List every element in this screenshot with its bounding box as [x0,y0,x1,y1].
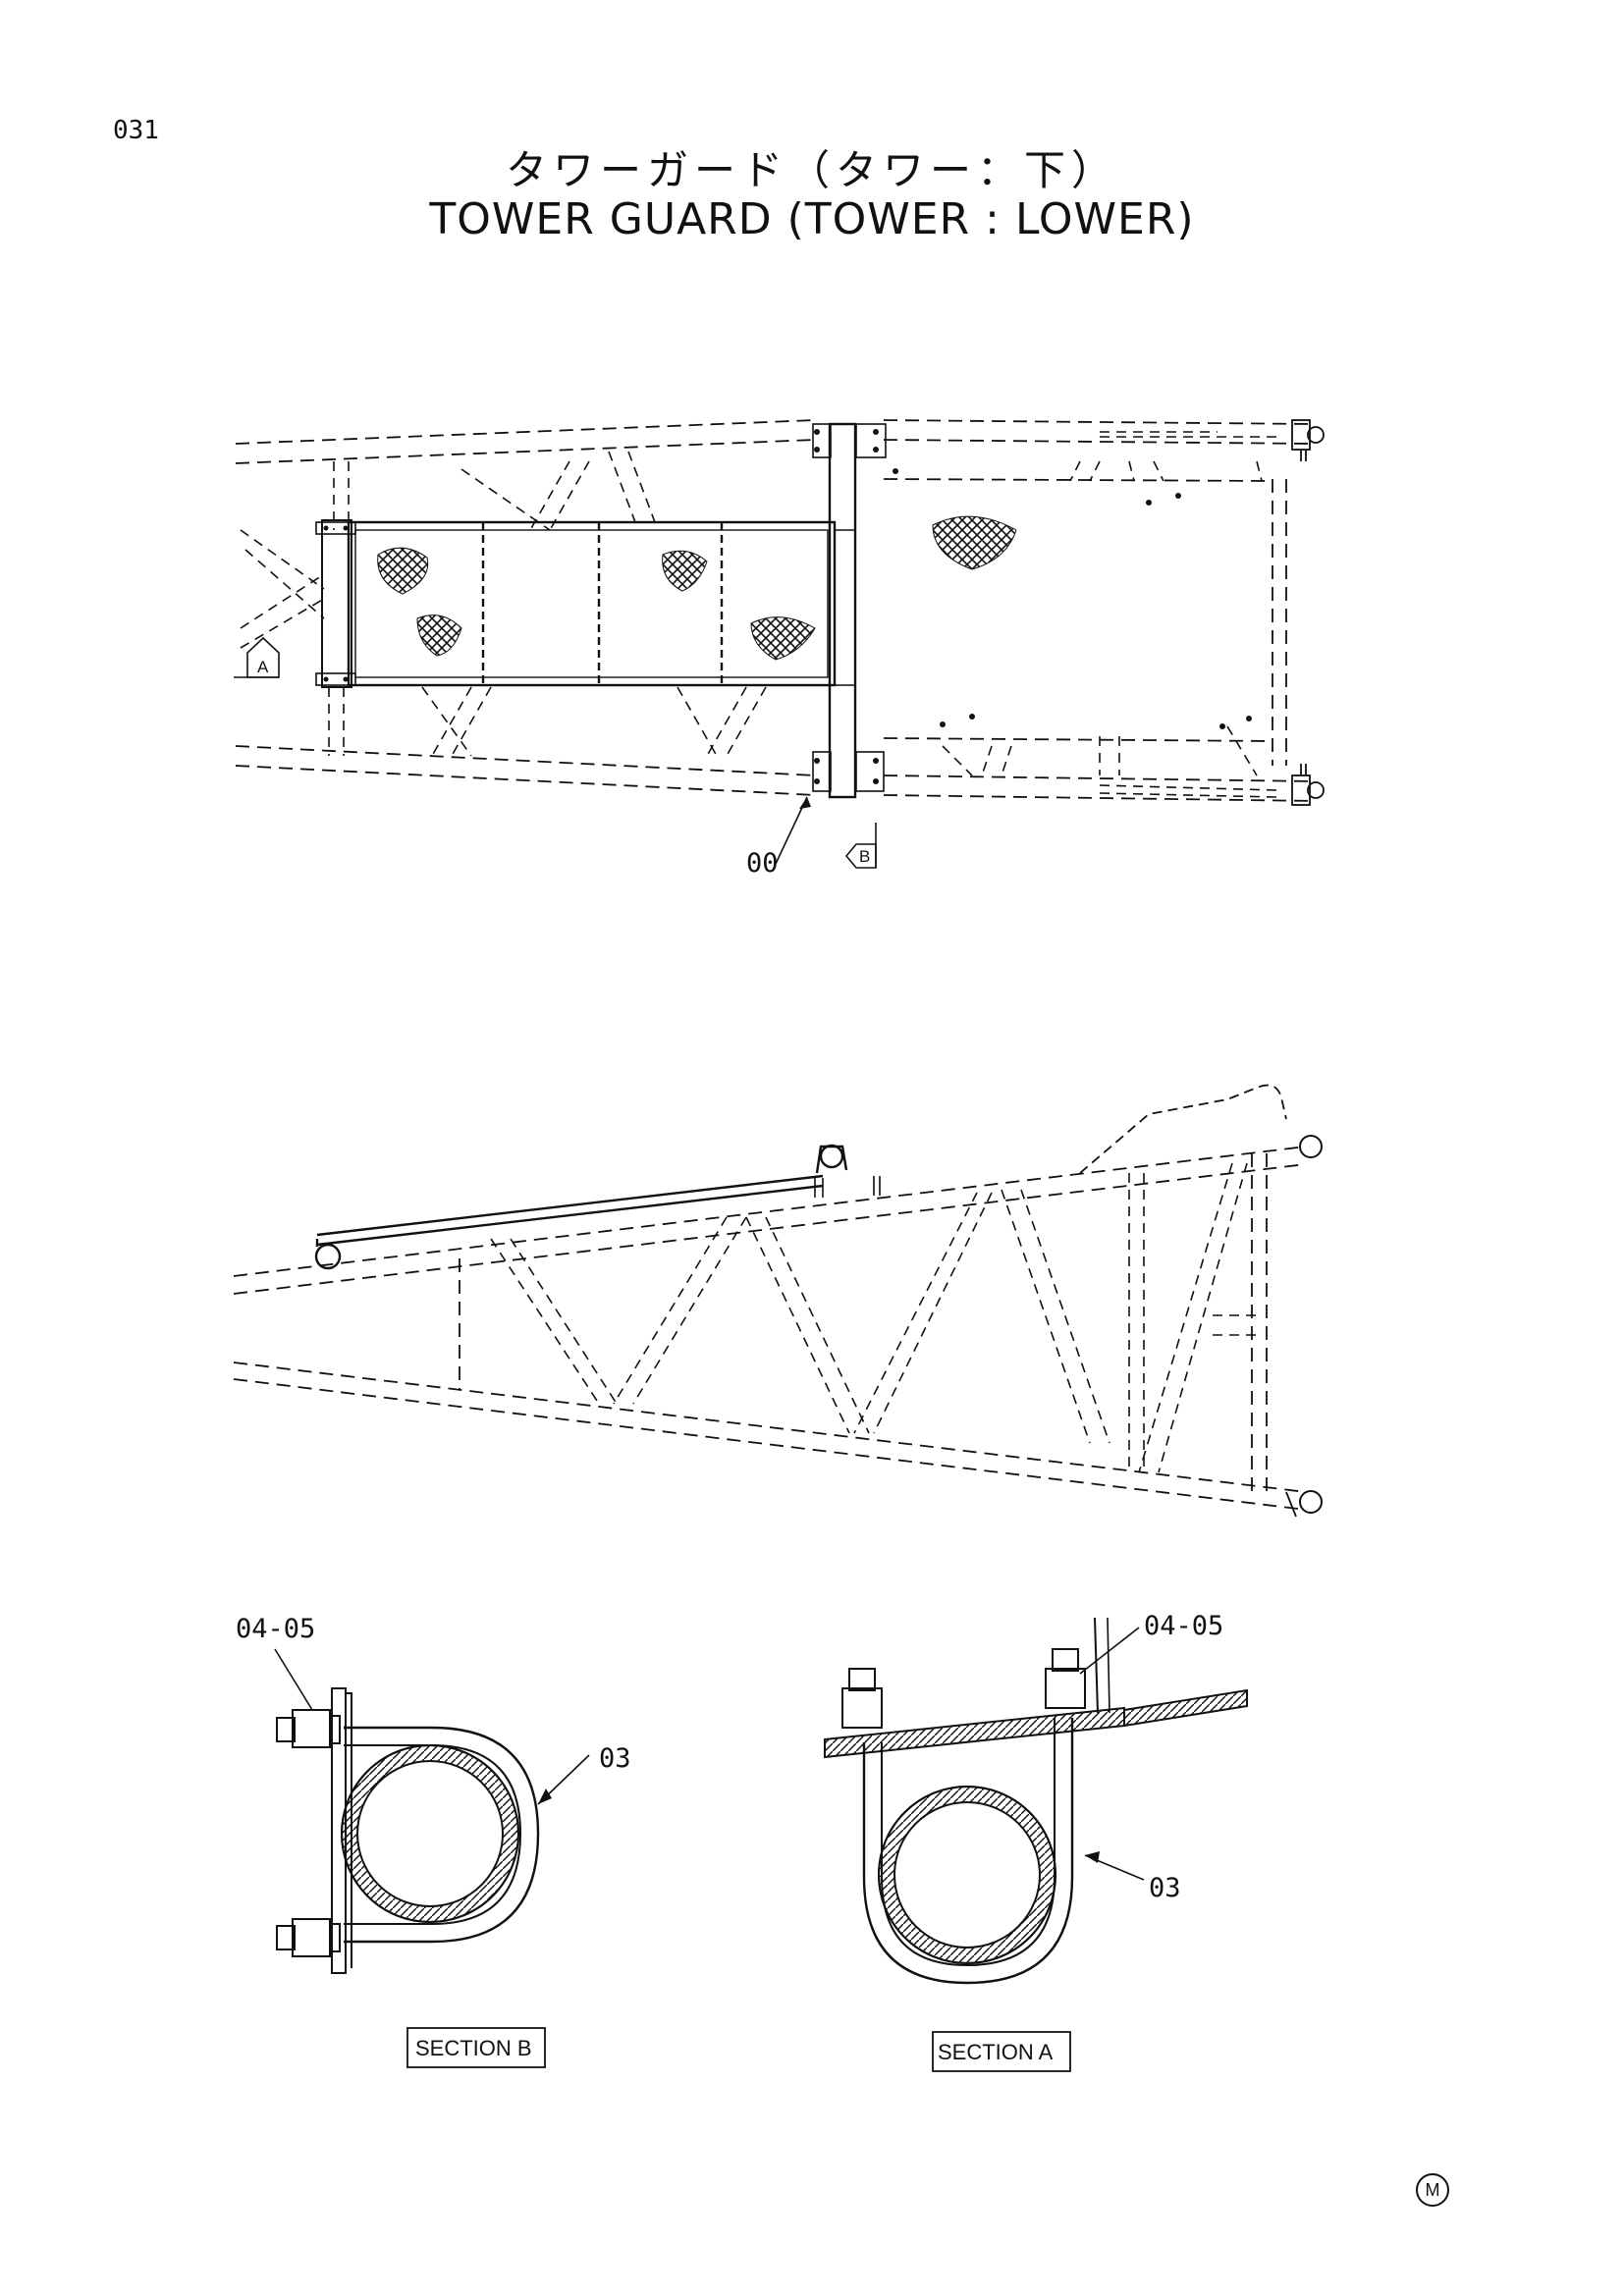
view-marker-a: A [234,636,280,678]
manufacturer-mark: M [1416,2173,1449,2207]
title-english: TOWER GUARD (TOWER : LOWER) [429,194,1195,244]
end-pins [1291,419,1325,806]
side-lacing-dashed [490,1162,1262,1473]
section-b-label: SECTION B [415,2036,532,2060]
callout-03-section-b: 03 [599,1743,631,1774]
side-guard-rail [314,1144,881,1270]
plan-view [235,419,1325,865]
section-b-label-box: SECTION B [406,2027,546,2068]
callout-00: 00 [746,848,779,879]
view-marker-b-label: B [859,847,870,866]
lacing-dashed [240,431,1277,798]
title-japanese: タワーガード（タワー：下） [505,146,1118,194]
mesh-patches [377,515,1017,661]
section-a-detail [824,1617,1248,1985]
side-view [233,1084,1323,1518]
bolt-dots [323,429,1252,784]
boom-chords-dashed [235,419,1317,802]
section-a-label: SECTION A [938,2040,1054,2064]
callout-03-section-a: 03 [1149,1873,1181,1903]
page-number: 031 [113,116,159,145]
view-marker-a-label: A [257,658,269,676]
view-marker-b: B [844,823,877,869]
side-chords-dashed [233,1146,1307,1511]
section-b-detail [274,1648,590,1974]
callout-04-05-section-a: 04-05 [1144,1611,1223,1641]
boom-head [1079,1084,1287,1174]
guard-frame [315,422,887,799]
callout-04-05-section-b: 04-05 [236,1614,315,1644]
section-a-label-box: SECTION A [932,2031,1071,2072]
